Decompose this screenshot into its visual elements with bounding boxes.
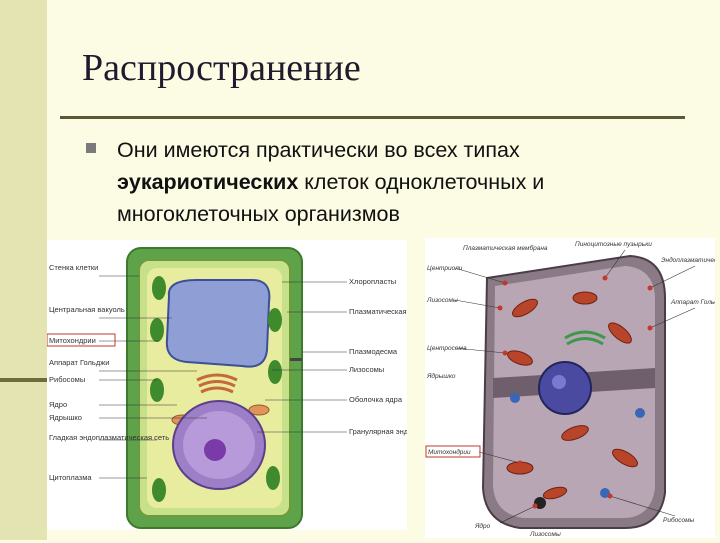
plant-label-5: Ядро <box>49 400 67 409</box>
plant-label-0: Стенка клетки <box>49 263 98 272</box>
bullet-marker <box>86 143 96 153</box>
plant-label-r3: Лизосомы <box>349 365 384 374</box>
plant-label-r0: Хлоропласты <box>349 277 396 286</box>
animal-mitochondria-highlight-box <box>425 445 481 458</box>
animal-label-4: Аппарат Гольджи <box>670 298 715 306</box>
bullet-text: Они имеются практически во всех типах эу… <box>117 134 697 230</box>
bullet-text-start: Они имеются практически во всех типах <box>117 138 520 162</box>
animal-label-5: Лизосомы <box>426 297 458 304</box>
animal-label-8: Митохондрии <box>428 448 471 456</box>
plant-label-r5: Гранулярная эндоплазматическая сеть <box>349 427 407 436</box>
plant-label-r1: Плазматическая мембрана <box>349 307 407 316</box>
plant-cell-figure: Стенка клетки Центральная вакуоль Митохо… <box>46 240 486 530</box>
bullet-text-end: клеток одноклеточных и многоклеточных ор… <box>117 170 545 226</box>
animal-cell-illustration: Плазматическая мембрана Центриоли Пиноци… <box>425 241 720 538</box>
animal-cell-figure: Плазматическая мембрана Центриоли Пиноци… <box>425 238 720 538</box>
plant-label-r4: Оболочка ядра <box>349 395 403 404</box>
plant-label-8: Цитоплазма <box>49 473 92 482</box>
plant-label-r2: Плазмодесма <box>349 347 398 356</box>
left-decorative-stripe <box>0 0 47 540</box>
animal-label-7: Ядрышко <box>426 372 456 380</box>
plant-label-6: Ядрышко <box>49 413 82 422</box>
bullet-text-bold: эукариотических <box>117 170 299 194</box>
stripe-accent <box>0 378 47 382</box>
plant-label-7: Гладкая эндоплазматическая сеть <box>49 433 169 442</box>
slide-title: Распространение <box>82 47 361 89</box>
animal-label-0: Плазматическая мембрана <box>463 244 548 252</box>
animal-label-9: Ядро <box>474 522 491 530</box>
animal-label-2: Пиноцитозные пузырьки <box>575 241 652 248</box>
animal-label-6: Центросома <box>427 345 467 352</box>
animal-label-11: Лизосомы <box>529 531 561 538</box>
plant-label-1: Центральная вакуоль <box>49 305 125 314</box>
animal-label-1: Центриоли <box>427 265 463 272</box>
plant-label-4: Рибосомы <box>49 375 85 384</box>
plant-label-2: Митохондрии <box>49 336 96 345</box>
title-divider <box>60 116 685 119</box>
plant-cell-illustration: Стенка клетки Центральная вакуоль Митохо… <box>46 247 486 529</box>
plant-label-3: Аппарат Гольджи <box>49 358 109 367</box>
animal-label-3: Эндоплазматическая сеть <box>661 256 715 264</box>
animal-label-10: Рибосомы <box>663 516 695 524</box>
mitochondria-highlight-box <box>46 333 116 347</box>
